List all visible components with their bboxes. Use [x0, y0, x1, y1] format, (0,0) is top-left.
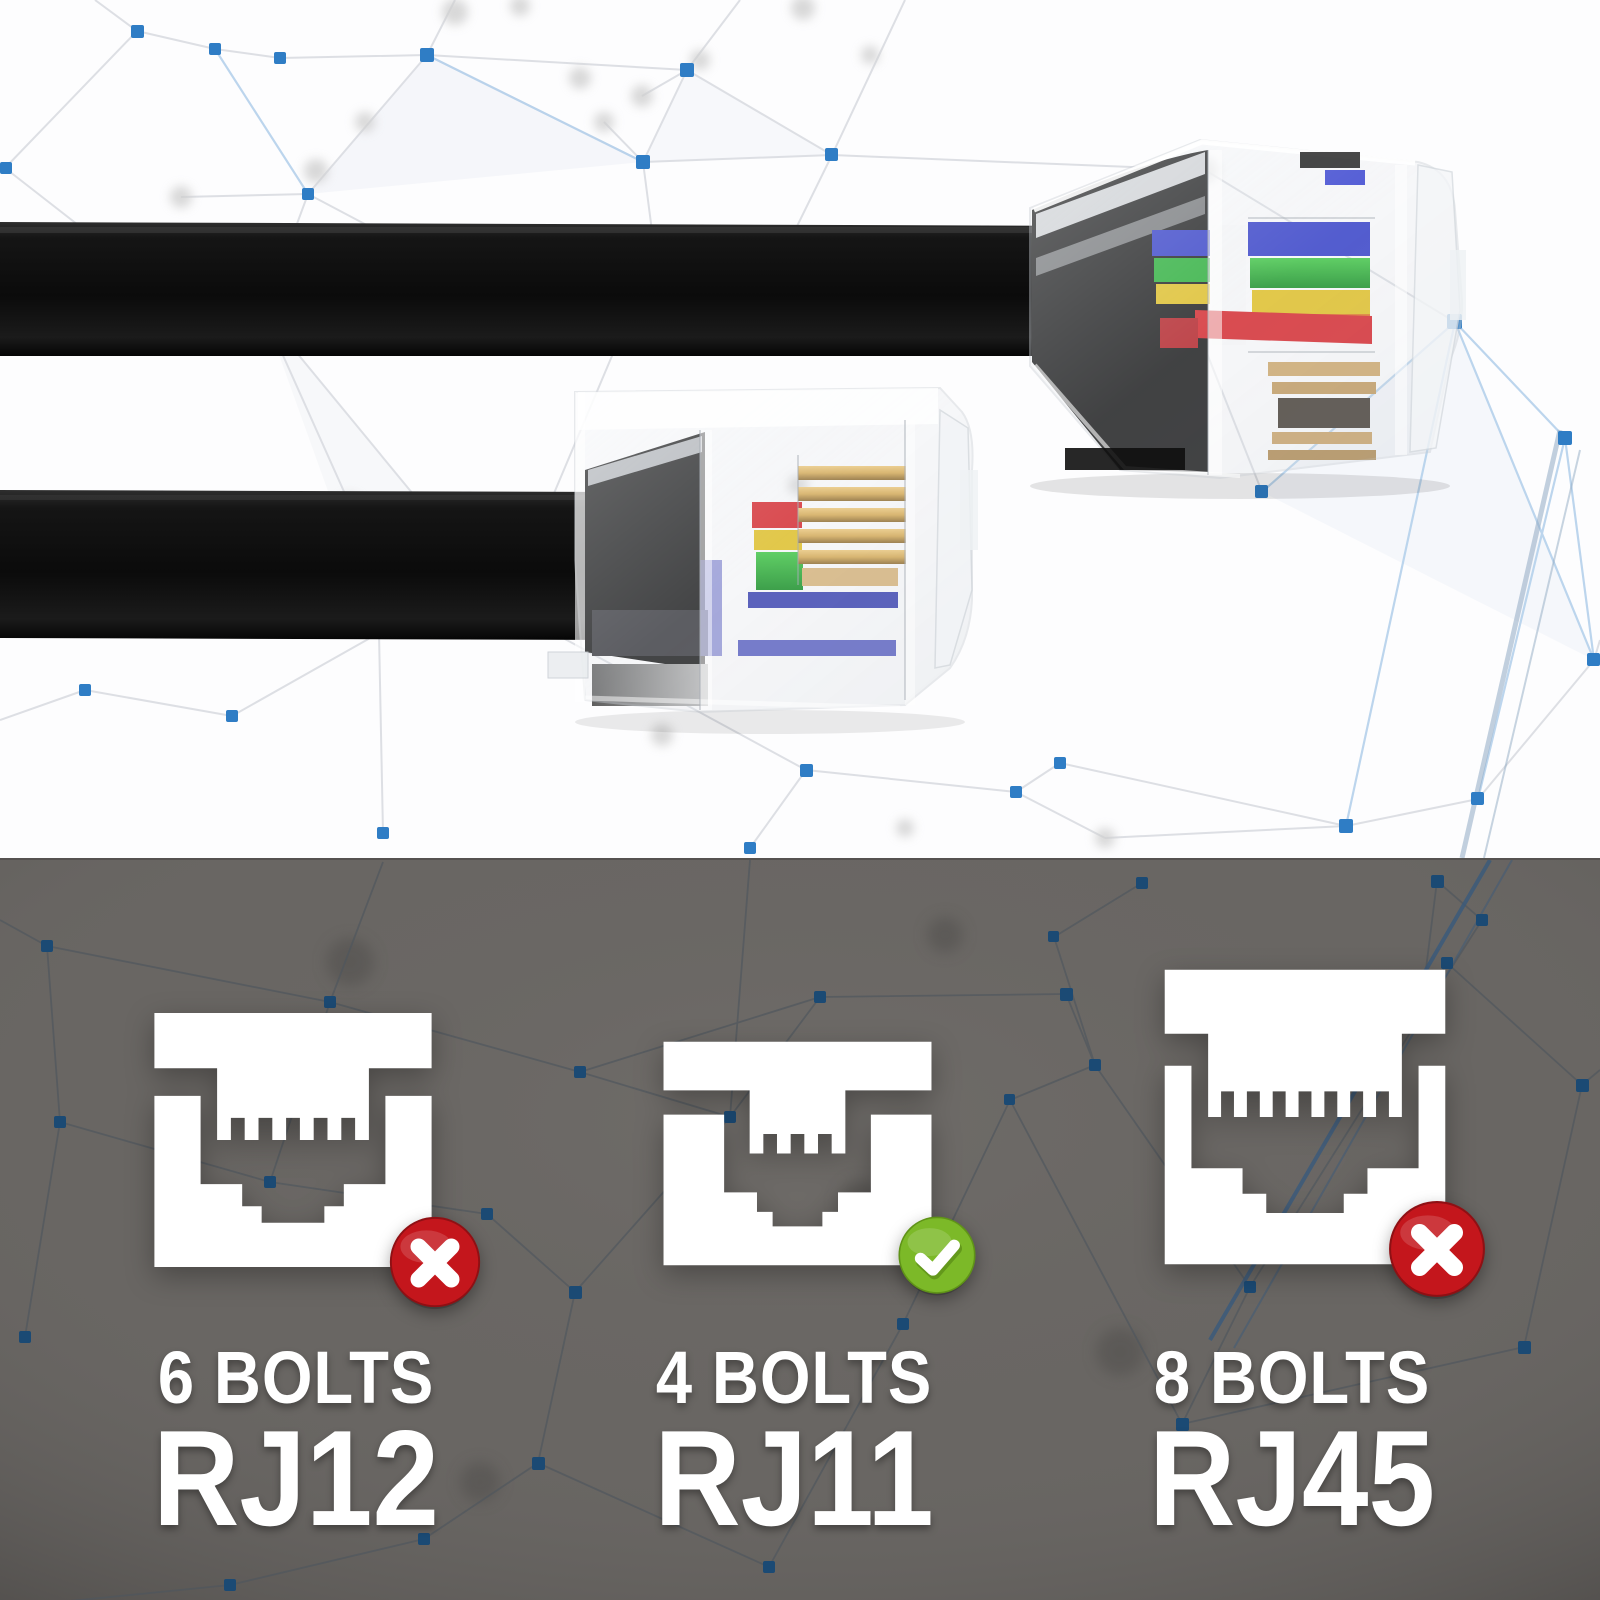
comparison-item-rj12: 6 BOLTS RJ12 [86, 858, 506, 1600]
rj-plug-connector-top [1029, 138, 1466, 499]
pins-count-label: 6 BOLTS [157, 1336, 435, 1419]
cables-photo [0, 0, 1600, 858]
pins-count-label: 4 BOLTS [655, 1336, 933, 1419]
rj12-jack-icon [154, 1013, 432, 1267]
plug-latch [1450, 250, 1466, 320]
comparison-item-rj45: 8 BOLTS RJ45 [1082, 858, 1502, 1600]
rj45-jack-icon [1164, 969, 1446, 1265]
pins-count-label: 8 BOLTS [1153, 1336, 1431, 1419]
connector-type-label: RJ45 [1148, 1402, 1436, 1554]
check-badge-icon [898, 1216, 976, 1296]
plug-latch [960, 470, 978, 550]
telephone-cable-top [0, 222, 1120, 356]
telephone-cable-bottom [0, 490, 620, 640]
rj11-jack-icon [663, 1041, 932, 1266]
connector-type-label: RJ11 [654, 1402, 934, 1554]
comparison-item-rj11: 4 BOLTS RJ11 [584, 858, 1004, 1600]
cross-badge-icon [389, 1216, 481, 1310]
rj-plug-connector-middle [547, 386, 978, 734]
cross-badge-icon [1389, 1201, 1485, 1299]
photo-section [0, 0, 1600, 858]
connector-type-label: RJ12 [152, 1402, 440, 1554]
